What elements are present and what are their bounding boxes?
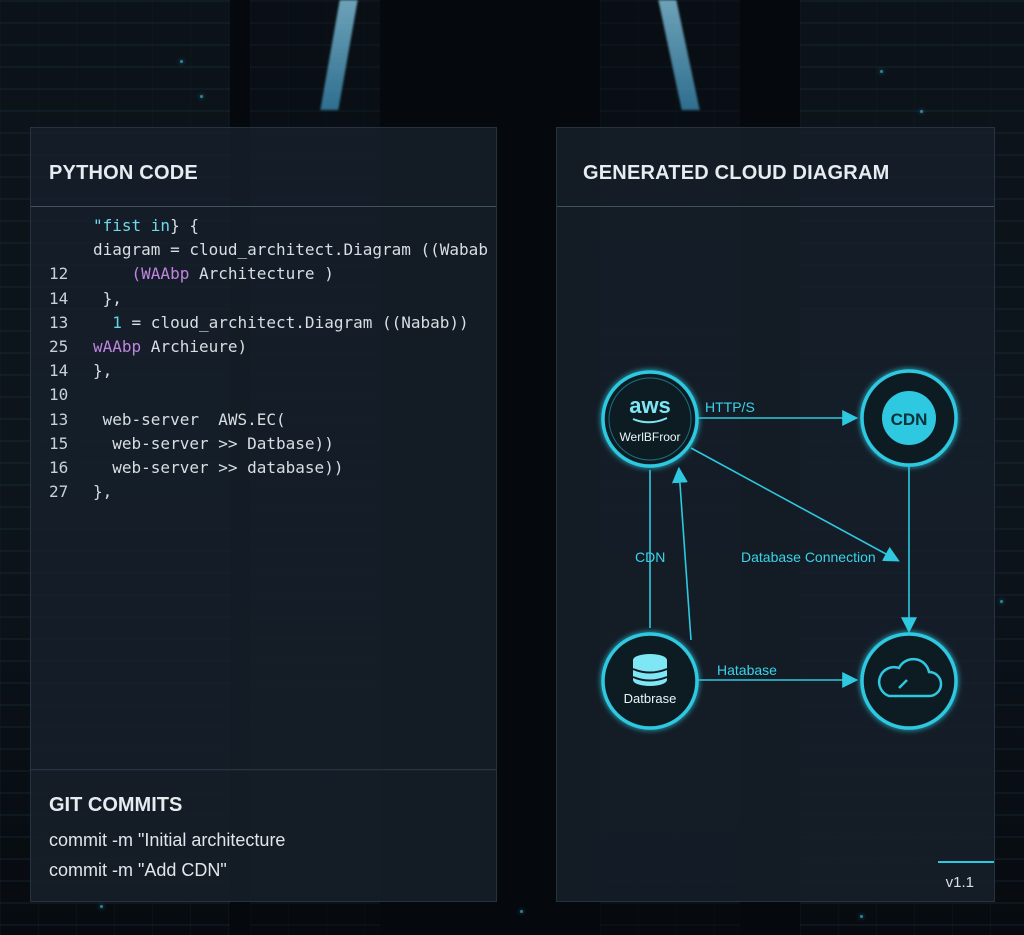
code-token: (WAAbp [131,264,190,284]
server-led [100,905,103,908]
line-number: 27 [49,482,69,502]
code-token [93,264,132,283]
git-commits-panel: GIT COMMITS commit -m "Initial architect… [30,769,497,902]
line-number: 10 [49,385,69,405]
python-code-panel: PYTHON CODE "fist in} {diagram = cloud_a… [30,127,497,771]
code-token: Archieure) [141,337,248,356]
version-label: v1.1 [945,874,974,891]
code-line: 14}, [49,359,112,383]
commit-item[interactable]: commit -m "Initial architecture [49,830,286,850]
version-underline [938,861,994,863]
code-panel-title: PYTHON CODE [49,162,198,184]
edge-label-hatabase: Hatabase [717,662,777,678]
server-led [200,95,203,98]
line-number: 14 [49,288,69,308]
edge-label-database-connection: Database Connection [741,549,876,565]
server-led [860,915,863,918]
server-led [180,60,183,63]
line-number: 13 [49,312,69,332]
line-number: 15 [49,433,69,453]
code-token: = cloud_architect.Diagram ((Nabab)) [121,312,469,332]
commit-item[interactable]: commit -m "Add CDN" [49,860,227,880]
edge-label-cdn: CDN [635,549,665,565]
line-number: 16 [49,458,69,477]
line-number: 14 [49,361,69,381]
code-token: }, [93,361,113,381]
cdn-icon [882,391,936,445]
code-token: web-server AWS.EC( [93,409,286,429]
line-number: 12 [49,264,69,284]
code-line: 10 [49,383,93,407]
code-line: diagram = cloud_architect.Diagram ((Waba… [49,238,488,262]
code-line: 25 wAAbp Archieure) [49,335,247,359]
code-token: web-server >> database)) [93,458,344,477]
cloud-node[interactable] [860,632,958,730]
code-line: 15 web-server >> Datbase)) [49,432,334,456]
code-panel-divider [31,206,496,207]
cloud-diagram-panel: GENERATED CLOUD DIAGRAM HTTP/S CDN Datab… [556,127,995,902]
database-node-label: Datbrase [624,691,677,706]
cdn-node[interactable]: CDN [860,369,958,467]
cdn-node-label: CDN [891,410,928,429]
code-line: 27}, [49,480,112,504]
server-led [920,110,923,113]
code-token: wAAbp [93,337,142,356]
diagram-panel-title: GENERATED CLOUD DIAGRAM [583,162,890,184]
code-token: 1 [112,312,122,332]
code-line: 13 web-server AWS.EC( [49,408,286,432]
code-line: 12 (WAAbp Architecture ) [49,262,334,286]
code-token: Architecture ) [189,264,334,284]
code-line: 13 1 = cloud_architect.Diagram ((Nabab)) [49,311,469,335]
line-number: 25 [49,337,69,356]
code-token [93,313,112,332]
code-line: 16 web-server >> database)) [49,456,343,480]
code-token: } { [170,216,199,235]
aws-node[interactable]: aws WerlBFroor [601,370,699,468]
cloud-diagram: HTTP/S CDN Database Connection Hatabase … [601,369,958,730]
database-icon [632,654,668,686]
server-led [880,70,883,73]
edge-label-https: HTTP/S [705,399,755,415]
code-token: "fist in [93,216,171,235]
line-number: 13 [49,409,69,429]
code-token: }, [93,482,113,502]
aws-logo-icon: aws [629,393,671,418]
code-line: "fist in} { [49,214,199,238]
edge-db-aws [671,466,692,641]
aws-smile-icon [632,417,668,424]
server-led [1000,600,1003,603]
code-token: diagram = cloud_architect.Diagram ((Waba… [93,240,488,260]
edge-aws-cloud [690,447,900,562]
code-line: 14 }, [49,287,122,311]
server-led [520,910,523,913]
database-node[interactable]: Datbrase [601,632,699,730]
code-token: web-server >> Datbase)) [93,433,334,453]
code-token: }, [93,288,122,308]
git-panel-title: GIT COMMITS [49,794,183,816]
cloud-icon [877,657,943,698]
aws-node-label: WerlBFroor [619,430,680,444]
diagram-panel-divider [557,206,994,207]
